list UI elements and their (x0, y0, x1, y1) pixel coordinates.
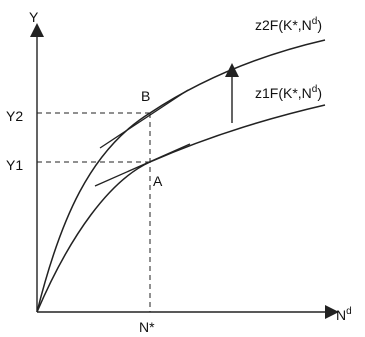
tangent-at-a (94, 143, 191, 187)
x-axis-label: Nd (336, 306, 352, 323)
tangent-at-b (99, 89, 189, 149)
point-a-label: A (153, 173, 163, 189)
point-b-label: B (141, 88, 150, 104)
lower-curve-label: z1F(K*,Nd) (255, 84, 322, 101)
upper-curve-label: z2F(K*,Nd) (255, 16, 322, 33)
y1-label: Y1 (6, 157, 23, 173)
n-star-label: N* (139, 319, 155, 335)
y-axis-label: Y (29, 9, 39, 25)
upper-production-curve (36, 39, 326, 313)
y2-label: Y2 (6, 108, 23, 124)
lower-production-curve (36, 104, 326, 313)
